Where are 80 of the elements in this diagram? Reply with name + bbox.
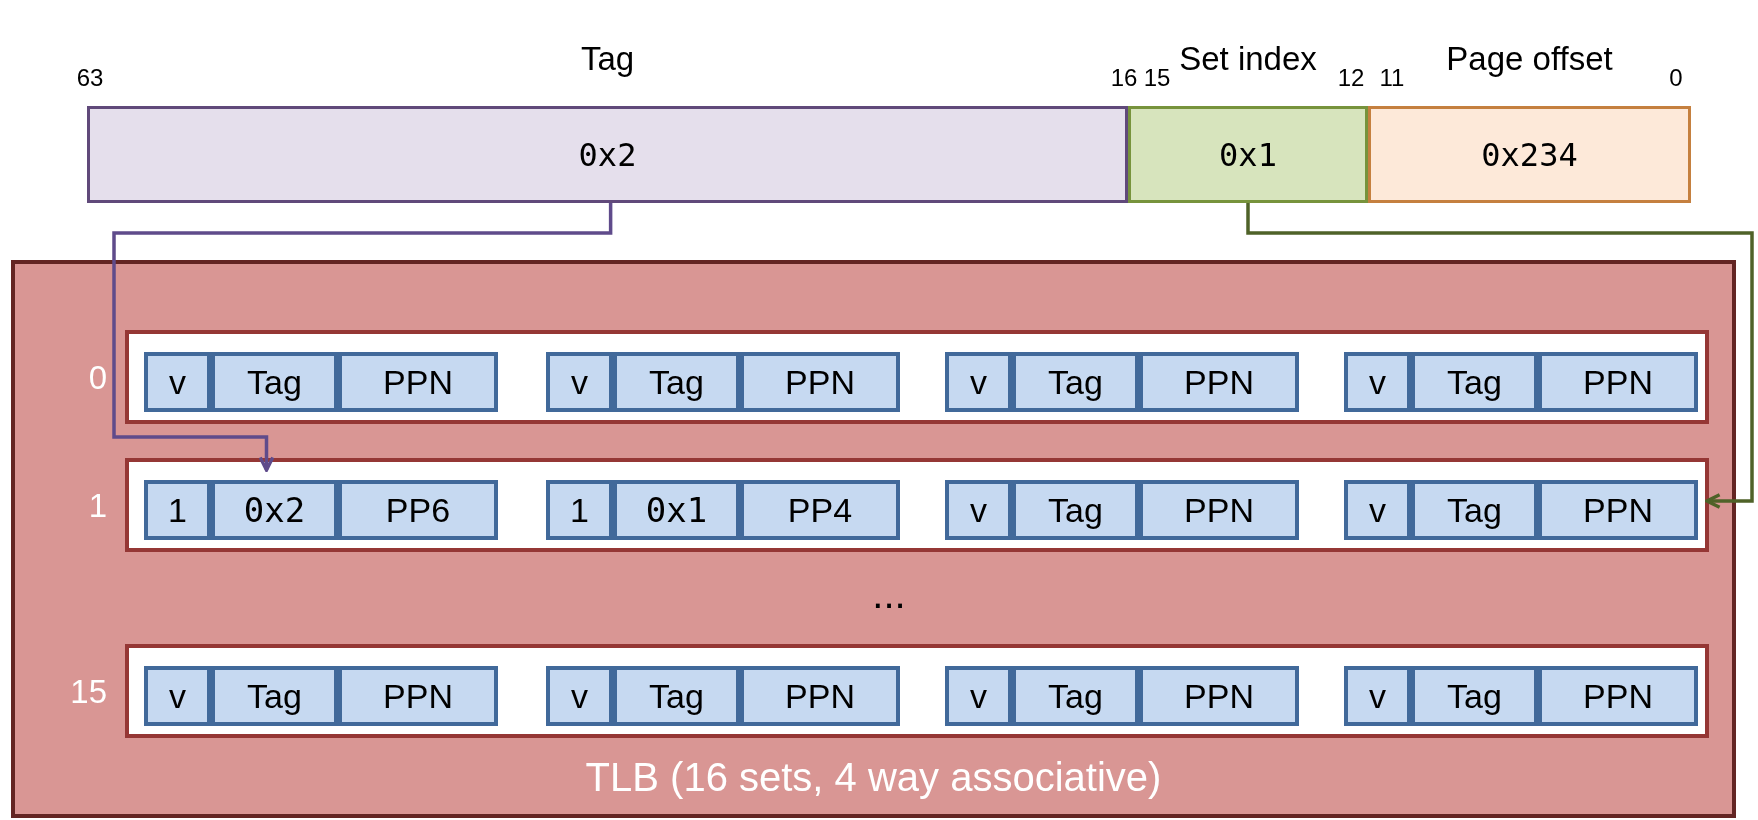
cell-text: PPN (785, 679, 855, 713)
cell-text: v (571, 365, 588, 399)
set-number: 15 (70, 674, 107, 708)
cell-text: PPN (1583, 493, 1653, 527)
connector-arrow (112, 203, 613, 472)
cell-text: 1 (570, 493, 589, 527)
entry-cell (144, 480, 211, 540)
cell-text: Tag (649, 365, 704, 399)
cell-text: v (1369, 365, 1386, 399)
bit-number: 16 (1110, 66, 1138, 90)
cell-text: PPN (383, 679, 453, 713)
entry-cell (1344, 352, 1411, 412)
cell-text: Tag (1048, 365, 1103, 399)
entry-cell (1139, 352, 1299, 412)
bit-number: 63 (76, 66, 104, 90)
entry-cell (144, 666, 211, 726)
cell-text: PPN (1583, 679, 1653, 713)
cell-text: PP4 (787, 493, 853, 527)
cell-text: Tag (247, 365, 302, 399)
field-heading: Set index (1178, 42, 1318, 75)
cell-text: v (169, 679, 186, 713)
cell-text: v (1369, 679, 1386, 713)
entry-cell (1538, 352, 1698, 412)
entry-cell (945, 666, 1012, 726)
cell-text: PPN (1184, 679, 1254, 713)
entry-cell (1344, 480, 1411, 540)
entry-cell (1139, 480, 1299, 540)
cell-text: v (970, 679, 987, 713)
cell-text: Tag (1048, 679, 1103, 713)
cell-text: 0x2 (243, 493, 306, 527)
field-heading: Tag (579, 42, 636, 75)
cell-text: PPN (785, 365, 855, 399)
cell-text: PPN (1184, 493, 1254, 527)
cell-text: Tag (1447, 679, 1502, 713)
bit-number: 0 (1669, 66, 1683, 90)
entry-cell (740, 480, 900, 540)
cell-text: PP6 (385, 493, 451, 527)
cell-text: PPN (1583, 365, 1653, 399)
entry-cell (338, 480, 498, 540)
entry-cell (338, 352, 498, 412)
cell-text: v (1369, 493, 1386, 527)
field-value: 0x1 (1219, 134, 1277, 176)
entry-cell (1139, 666, 1299, 726)
cell-text: v (970, 493, 987, 527)
cell-text: v (970, 365, 987, 399)
cell-text: 0x1 (645, 493, 708, 527)
bit-number: 12 (1337, 66, 1365, 90)
entry-cell (1538, 666, 1698, 726)
set-number: 0 (88, 360, 107, 394)
cell-text: PPN (1184, 365, 1254, 399)
cell-text: Tag (247, 679, 302, 713)
cell-text: 1 (168, 493, 187, 527)
cell-text: Tag (1048, 493, 1103, 527)
entry-cell (740, 352, 900, 412)
entry-cell (1538, 480, 1698, 540)
field-value: 0x2 (578, 134, 637, 176)
entry-cell (338, 666, 498, 726)
entry-cell (1344, 666, 1411, 726)
entry-cell (740, 666, 900, 726)
cell-text: v (169, 365, 186, 399)
bit-number: 15 (1143, 66, 1171, 90)
cell-text: Tag (649, 679, 704, 713)
entry-cell (945, 480, 1012, 540)
cell-text: Tag (1447, 365, 1502, 399)
tlb-caption: TLB (16 sets, 4 way associative) (584, 754, 1163, 801)
cell-text: v (571, 679, 588, 713)
ellipsis: ... (872, 574, 906, 614)
field-heading: Page offset (1445, 42, 1614, 75)
entry-cell (546, 352, 613, 412)
cell-text: PPN (383, 365, 453, 399)
entry-cell (546, 480, 613, 540)
entry-cell (144, 352, 211, 412)
field-value: 0x234 (1481, 134, 1578, 176)
set-number: 1 (88, 488, 107, 522)
connector-arrow (1246, 203, 1754, 510)
cell-text: Tag (1447, 493, 1502, 527)
entry-cell (945, 352, 1012, 412)
entry-cell (546, 666, 613, 726)
bit-number: 11 (1379, 66, 1405, 90)
tlb-panel (11, 260, 1736, 818)
